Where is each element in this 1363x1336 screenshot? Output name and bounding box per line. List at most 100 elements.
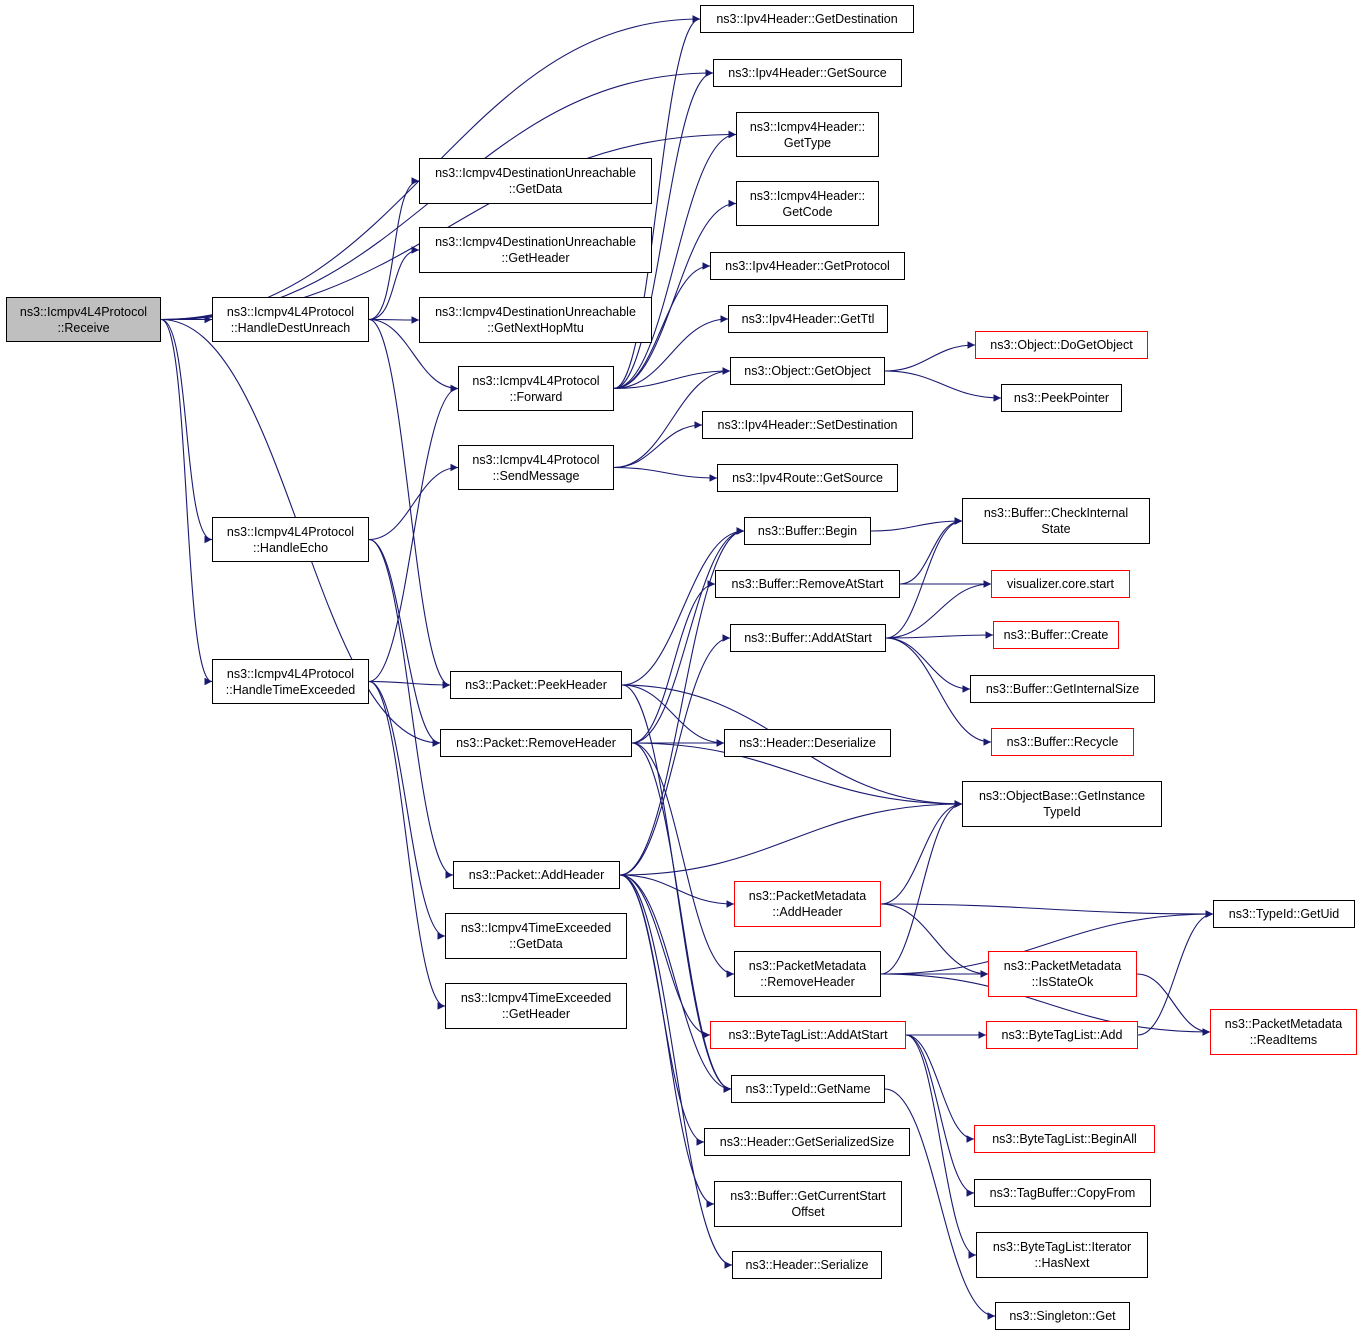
edge-addHeader-to-objBaseGetInstanceTypeId xyxy=(619,800,963,876)
graph-node-te-get-data[interactable]: ns3::Icmpv4TimeExceeded::GetData xyxy=(445,913,627,959)
graph-node-send-message[interactable]: ns3::Icmpv4L4Protocol::SendMessage xyxy=(458,445,614,490)
graph-node-hdr-deserialize[interactable]: ns3::Header::Deserialize xyxy=(724,729,891,757)
graph-node-label: Offset xyxy=(791,1205,825,1219)
graph-node-buf-add-at-start[interactable]: ns3::Buffer::AddAtStart xyxy=(730,624,886,652)
edge-handleTimeExceeded-to-peekHeader xyxy=(368,680,451,689)
edge-bufAddAtStart-to-vizCoreStart xyxy=(885,580,992,639)
edge-forward-to-ipv4GetTtl xyxy=(613,315,729,390)
edge-forward-to-icmpGetType xyxy=(613,130,737,390)
graph-node-label: ns3::ByteTagList::BeginAll xyxy=(992,1132,1137,1146)
graph-node-label: ns3::Buffer::CheckInternal xyxy=(983,506,1129,520)
graph-node-label: ::GetData xyxy=(508,182,563,196)
graph-node-label: ns3::Object::GetObject xyxy=(744,364,871,378)
graph-node-label: ::HasNext xyxy=(1034,1256,1090,1270)
graph-node-du-get-header[interactable]: ns3::Icmpv4DestinationUnreachable::GetHe… xyxy=(419,227,652,273)
graph-node-handle-dest-unreach[interactable]: ns3::Icmpv4L4Protocol::HandleDestUnreach xyxy=(212,297,369,342)
graph-node-pm-read-items[interactable]: ns3::PacketMetadata::ReadItems xyxy=(1210,1009,1357,1055)
graph-node-label: TypeId xyxy=(1043,805,1081,819)
edge-forward-to-ipv4GetProtocol xyxy=(613,262,711,390)
graph-node-type-id-get-name[interactable]: ns3::TypeId::GetName xyxy=(731,1075,885,1103)
graph-node-label: ns3::Icmpv4DestinationUnreachable xyxy=(435,166,636,180)
graph-node-icmp-get-type[interactable]: ns3::Icmpv4Header::GetType xyxy=(736,112,879,157)
graph-node-handle-time-exceeded[interactable]: ns3::Icmpv4L4Protocol::HandleTimeExceede… xyxy=(212,659,369,704)
graph-node-ipv4-get-source[interactable]: ns3::Ipv4Header::GetSource xyxy=(713,59,902,87)
graph-node-label: ns3::PacketMetadata xyxy=(748,889,867,903)
graph-node-label: ns3::Icmpv4L4Protocol xyxy=(472,373,600,388)
graph-node-label: ::HandleEcho xyxy=(252,540,329,555)
graph-node-ipv4-set-destination[interactable]: ns3::Ipv4Header::SetDestination xyxy=(702,411,913,439)
graph-node-type-id-get-uid[interactable]: ns3::TypeId::GetUid xyxy=(1213,900,1355,928)
edge-addHeader-to-typeIdGetName xyxy=(619,874,732,1093)
graph-node-du-get-data[interactable]: ns3::Icmpv4DestinationUnreachable::GetDa… xyxy=(419,158,652,204)
edge-btlAdd-to-typeIdGetUid xyxy=(1137,910,1214,1036)
graph-node-label: ns3::TypeId::GetUid xyxy=(1228,907,1340,921)
graph-node-pm-add-header[interactable]: ns3::PacketMetadata::AddHeader xyxy=(734,881,881,927)
graph-node-du-get-next-hop-mtu[interactable]: ns3::Icmpv4DestinationUnreachable::GetNe… xyxy=(419,297,652,343)
graph-node-label: ns3::Icmpv4Header:: xyxy=(749,119,866,134)
graph-node-ipv4-get-protocol[interactable]: ns3::Ipv4Header::GetProtocol xyxy=(710,252,905,280)
graph-node-label: ns3::Buffer::RemoveAtStart xyxy=(731,577,884,591)
graph-node-buf-begin[interactable]: ns3::Buffer::Begin xyxy=(744,517,871,545)
graph-node-buf-remove-at-start[interactable]: ns3::Buffer::RemoveAtStart xyxy=(715,570,900,598)
edge-handleTimeExceeded-to-forward xyxy=(368,384,459,683)
edge-handleDestUnreach-to-peekHeader xyxy=(368,318,451,689)
graph-node-btl-begin-all[interactable]: ns3::ByteTagList::BeginAll xyxy=(974,1125,1155,1153)
graph-node-obj-do-get-object[interactable]: ns3::Object::DoGetObject xyxy=(975,331,1148,359)
edge-pmAddHeader-to-objBaseGetInstanceTypeId xyxy=(880,800,963,905)
edge-handleTimeExceeded-to-teGetHeader xyxy=(368,680,446,1010)
edge-removeHeader-to-pmRemoveHeader xyxy=(631,742,735,978)
graph-node-handle-echo[interactable]: ns3::Icmpv4L4Protocol::HandleEcho xyxy=(212,517,369,562)
graph-node-add-header[interactable]: ns3::Packet::AddHeader xyxy=(453,861,620,889)
graph-node-obj-get-object[interactable]: ns3::Object::GetObject xyxy=(730,357,885,385)
graph-node-peek-pointer[interactable]: ns3::PeekPointer xyxy=(1001,384,1122,412)
graph-node-hdr-serialize[interactable]: ns3::Header::Serialize xyxy=(732,1251,882,1279)
edge-addHeader-to-bufGetCurrentStartOffset xyxy=(619,874,715,1208)
graph-node-label: ns3::Icmpv4L4Protocol xyxy=(472,452,600,467)
graph-node-label: ns3::Header::Serialize xyxy=(745,1258,869,1272)
graph-node-forward[interactable]: ns3::Icmpv4L4Protocol::Forward xyxy=(458,366,614,411)
edge-handleEcho-to-removeHeader xyxy=(368,538,441,747)
graph-node-buf-get-internal-size[interactable]: ns3::Buffer::GetInternalSize xyxy=(970,675,1155,703)
graph-node-label: ::HandleDestUnreach xyxy=(230,320,351,335)
graph-node-label: ns3::PacketMetadata xyxy=(1003,959,1122,973)
graph-node-viz-core-start[interactable]: visualizer.core.start xyxy=(991,570,1130,598)
graph-node-remove-header[interactable]: ns3::Packet::RemoveHeader xyxy=(440,729,632,757)
graph-node-hdr-get-serialized-size[interactable]: ns3::Header::GetSerializedSize xyxy=(704,1128,910,1156)
graph-node-label: ns3::Icmpv4L4Protocol xyxy=(226,304,355,319)
graph-node-icmp-get-code[interactable]: ns3::Icmpv4Header::GetCode xyxy=(736,181,879,226)
graph-node-peek-header[interactable]: ns3::Packet::PeekHeader xyxy=(450,671,622,699)
edge-bufAddAtStart-to-bufRecycle xyxy=(885,637,992,746)
graph-node-buf-create[interactable]: ns3::Buffer::Create xyxy=(993,621,1119,649)
graph-node-ipv4-get-destination[interactable]: ns3::Ipv4Header::GetDestination xyxy=(700,5,914,33)
graph-node-label: ::RemoveHeader xyxy=(760,975,855,989)
graph-node-label: ::AddHeader xyxy=(772,905,843,919)
graph-node-ipv4-route-get-source[interactable]: ns3::Ipv4Route::GetSource xyxy=(717,464,898,492)
edge-handleDestUnreach-to-duGetData xyxy=(368,177,420,321)
graph-node-label: ns3::Icmpv4L4Protocol xyxy=(226,524,355,539)
graph-node-label: ns3::Icmpv4TimeExceeded xyxy=(460,921,612,935)
edge-receive-to-handleEcho xyxy=(160,318,213,544)
graph-node-btl-iter-has-next[interactable]: ns3::ByteTagList::Iterator::HasNext xyxy=(976,1232,1148,1278)
graph-node-tag-buf-copy-from[interactable]: ns3::TagBuffer::CopyFrom xyxy=(974,1179,1151,1207)
graph-node-label: ns3::PacketMetadata xyxy=(1224,1017,1343,1031)
graph-node-label: ns3::Ipv4Header::GetSource xyxy=(728,66,887,80)
graph-node-label: ns3::Header::GetSerializedSize xyxy=(719,1135,895,1149)
graph-node-buf-recycle[interactable]: ns3::Buffer::Recycle xyxy=(991,728,1134,756)
graph-node-label: ::SendMessage xyxy=(492,468,580,483)
graph-node-ipv4-get-ttl[interactable]: ns3::Ipv4Header::GetTtl xyxy=(728,305,888,333)
edge-btlAddAtStart-to-tagBufCopyFrom xyxy=(905,1034,975,1197)
graph-node-te-get-header[interactable]: ns3::Icmpv4TimeExceeded::GetHeader xyxy=(445,983,627,1029)
graph-node-label: ::GetNextHopMtu xyxy=(487,321,584,335)
graph-node-singleton-get[interactable]: ns3::Singleton::Get xyxy=(995,1302,1130,1330)
graph-node-btl-add[interactable]: ns3::ByteTagList::Add xyxy=(986,1021,1138,1049)
graph-node-label: ns3::Icmpv4Header:: xyxy=(749,188,866,203)
graph-node-label: ns3::Buffer::GetCurrentStart xyxy=(730,1189,886,1203)
graph-node-pm-is-state-ok[interactable]: ns3::PacketMetadata::IsStateOk xyxy=(988,951,1137,997)
edge-handleEcho-to-addHeader xyxy=(368,538,454,879)
edge-handleEcho-to-sendMessage xyxy=(368,463,459,541)
graph-node-pm-remove-header[interactable]: ns3::PacketMetadata::RemoveHeader xyxy=(734,951,881,997)
graph-node-btl-add-at-start[interactable]: ns3::ByteTagList::AddAtStart xyxy=(710,1021,906,1049)
